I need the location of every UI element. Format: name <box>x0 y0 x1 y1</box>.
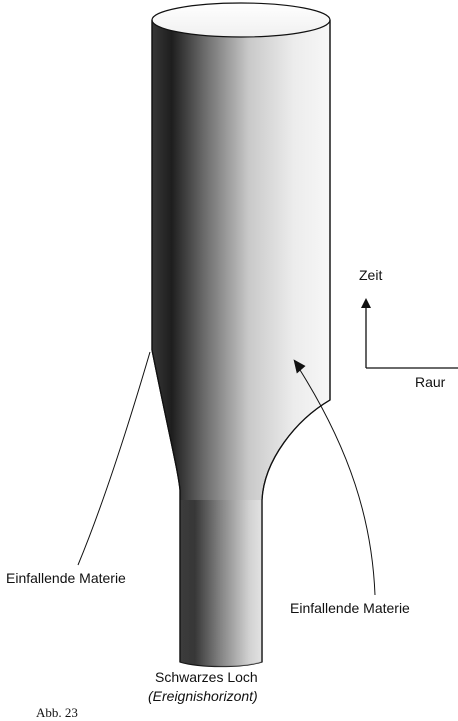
space-axis-label: Raur <box>415 374 445 390</box>
infalling-matter-label-right: Einfallende Materie <box>290 600 410 616</box>
tube-top-ellipse <box>152 3 330 37</box>
time-axis-label: Zeit <box>359 267 382 283</box>
left-leader-line <box>78 352 150 565</box>
figure-caption: Abb. 23 <box>36 705 78 721</box>
black-hole-label: Schwarzes Loch <box>155 669 258 685</box>
infalling-matter-label-left: Einfallende Materie <box>6 570 126 586</box>
event-horizon-label: (Ereignishorizont) <box>148 688 258 704</box>
black-hole-tube <box>180 500 262 667</box>
time-axis-arrowhead <box>361 298 371 308</box>
